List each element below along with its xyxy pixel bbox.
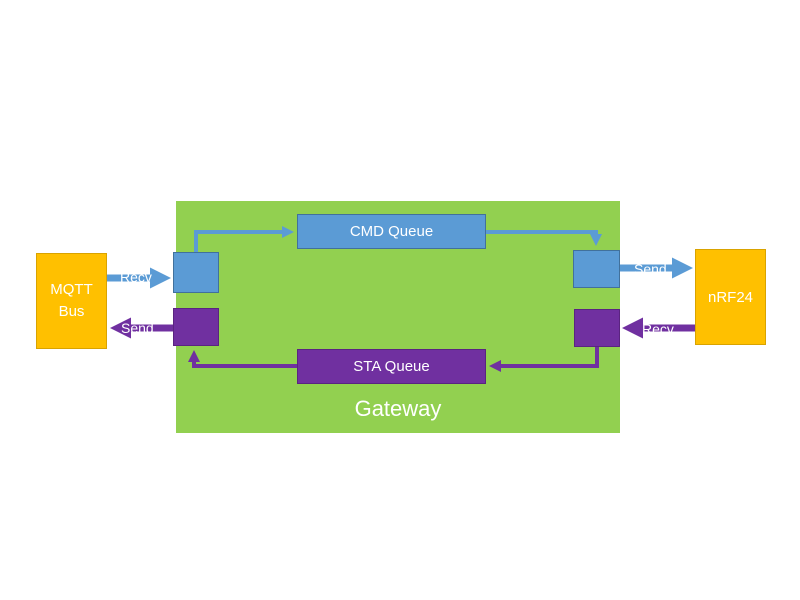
left-send-port <box>173 308 219 346</box>
mqtt-label-line2: Bus <box>58 303 85 320</box>
mqtt-label-line1: MQTT <box>50 281 93 298</box>
left-recv-port <box>173 252 219 293</box>
left-send-label: Send <box>121 320 154 336</box>
sta-outbound-arrow <box>188 350 297 368</box>
cmd-inbound-arrow <box>194 226 294 252</box>
right-send-port <box>573 250 620 288</box>
sta-queue-label: STA Queue <box>353 358 430 375</box>
gateway-label: Gateway <box>354 396 442 421</box>
nrf24-label: nRF24 <box>707 288 754 306</box>
right-recv-port <box>574 309 620 347</box>
nrf24-box: nRF24 <box>695 249 766 345</box>
cmd-queue-label: CMD Queue <box>349 223 434 240</box>
cmd-outbound-arrow <box>486 230 602 246</box>
right-send-label: Send <box>634 261 667 277</box>
left-recv-label: Recv <box>120 269 152 285</box>
right-recv-label: Recv <box>642 321 674 337</box>
cmd-queue-box: CMD Queue <box>297 214 486 249</box>
sta-inbound-arrow <box>489 347 599 372</box>
mqtt-bus-box: MQTT Bus <box>36 253 107 349</box>
sta-queue-box: STA Queue <box>297 349 486 384</box>
